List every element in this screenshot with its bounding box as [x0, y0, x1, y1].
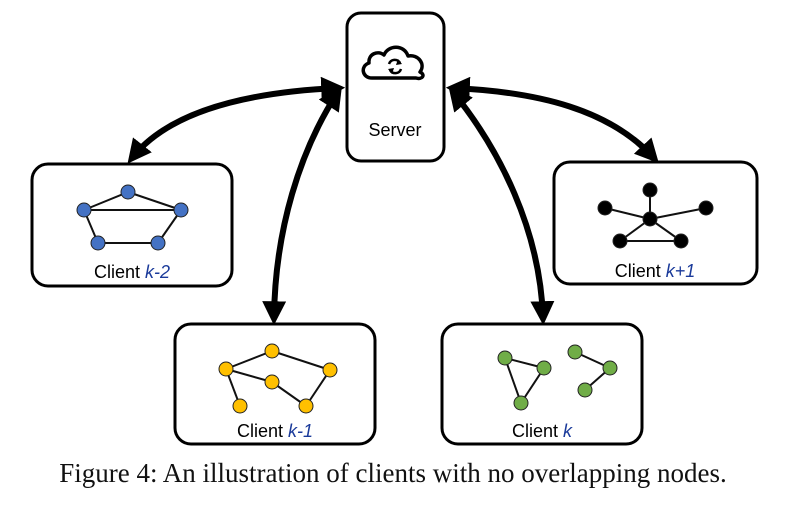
graph-edge [225, 368, 273, 383]
client-k-2-label: Client k-2 [94, 262, 170, 282]
graph-node [120, 184, 136, 200]
arrow-server-client-k-1 [262, 85, 342, 326]
client-k-graph [497, 344, 618, 411]
client-k-1-label: Client k-1 [237, 421, 313, 441]
arrow-server-client-k [448, 86, 555, 326]
graph-edge [649, 207, 707, 220]
graph-edge [504, 357, 522, 404]
client-k+1-label: Client k+1 [615, 261, 696, 281]
graph-edge [83, 191, 129, 211]
graph-edge [127, 191, 182, 211]
graph-node [322, 362, 338, 378]
graph-node [173, 202, 189, 218]
graph-node [232, 398, 248, 414]
server-label: Server [368, 120, 421, 140]
graph-edge [271, 350, 331, 371]
graph-node [76, 202, 92, 218]
graph-node [567, 344, 583, 360]
graph-node [612, 233, 628, 249]
graph-node [536, 360, 552, 376]
client-k-label: Client k [512, 421, 573, 441]
graph-node [642, 211, 658, 227]
graph-edge [604, 207, 651, 220]
graph-node [218, 361, 234, 377]
graph-edge [225, 350, 273, 370]
graph-node [673, 233, 689, 249]
graph-node [150, 235, 166, 251]
client-k-1-graph [218, 343, 338, 414]
client-k+1: Client k+1 [552, 160, 759, 286]
graph-node [642, 182, 658, 198]
graph-node [698, 200, 714, 216]
graph-node [264, 343, 280, 359]
client-k+1-graph [597, 182, 714, 249]
graph-node [513, 395, 529, 411]
client-k-2-graph [76, 184, 189, 251]
graph-node [577, 382, 593, 398]
client-k-2: Client k-2 [30, 162, 234, 288]
graph-node [597, 200, 613, 216]
graph-node [90, 235, 106, 251]
graph-node [602, 360, 618, 376]
server-node: Server [345, 11, 446, 163]
figure-caption: Figure 4: An illustration of clients wit… [59, 458, 727, 488]
graph-node [298, 398, 314, 414]
client-k-1: Client k-1 [173, 322, 377, 446]
graph-node [497, 350, 513, 366]
client-k: Client k [440, 322, 644, 446]
graph-node [264, 374, 280, 390]
cloud-sync-icon [361, 45, 425, 81]
arrow-server-client-k+1 [445, 76, 659, 164]
